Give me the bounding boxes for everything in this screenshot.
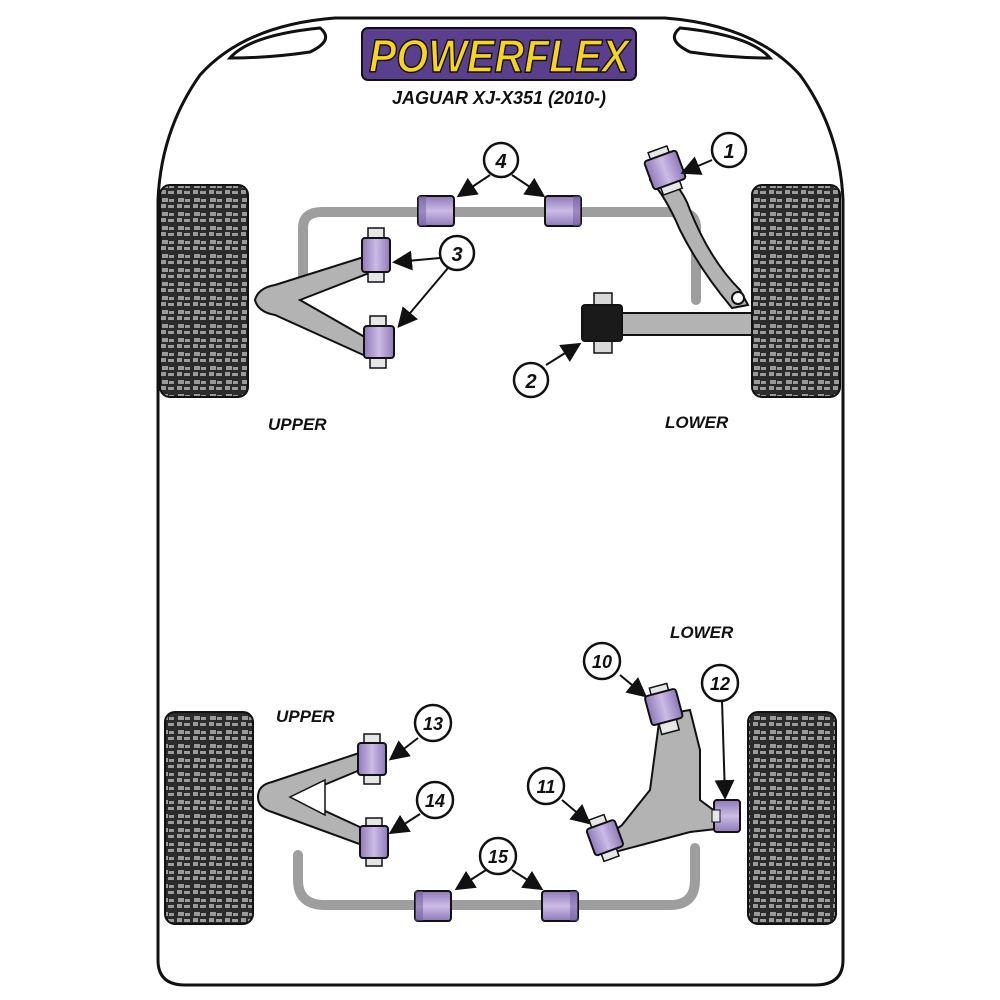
bush-14 (359, 817, 389, 867)
bush-4-left (417, 195, 455, 227)
bush-1 (643, 144, 687, 196)
bush-4-right (544, 195, 582, 227)
rear-lower-arm (603, 708, 727, 854)
bush-10 (644, 682, 684, 736)
callout-14: 14 (415, 780, 455, 820)
front-left-tyre (159, 184, 249, 398)
callout-4-number: 4 (494, 151, 506, 173)
callout-15-number: 15 (488, 847, 509, 867)
rear-upper-wishbone-web (288, 778, 326, 817)
callout-11: 11 (526, 766, 566, 806)
powerflex-logo: POWERFLEX (361, 27, 637, 83)
strut-pivot (731, 291, 745, 305)
right-mirror (672, 26, 774, 60)
callout-13-number: 13 (423, 714, 443, 734)
callout-13: 13 (413, 703, 453, 743)
front-lower-strut (649, 163, 750, 310)
bush-11 (585, 813, 624, 863)
front-lower-arm (614, 312, 753, 336)
rear-right-tyre (747, 711, 837, 925)
bush-2 (581, 292, 623, 354)
callout-10-number: 10 (592, 652, 612, 672)
bush-15-left (414, 890, 452, 922)
callout-12-number: 12 (710, 674, 730, 694)
bush-12 (711, 799, 741, 833)
front-lower-label: LOWER (665, 413, 729, 432)
callout-3-number: 3 (451, 244, 462, 266)
front-upper-label: UPPER (268, 415, 327, 434)
callout-2: 2 (512, 361, 550, 399)
front-upper-wishbone (253, 253, 384, 360)
vehicle-subtitle: JAGUAR XJ-X351 (2010-) (392, 88, 606, 108)
rear-left-tyre (164, 711, 254, 925)
callout-1-number: 1 (723, 141, 734, 163)
rear-upper-wishbone (256, 750, 374, 847)
bush-15-right (541, 890, 579, 922)
logo-text: POWERFLEX (369, 30, 631, 82)
bush-13 (357, 733, 387, 785)
bush-3-bottom (363, 315, 395, 369)
callout-4: 4 (482, 141, 520, 179)
bush-3-top (361, 227, 391, 283)
callout-10: 10 (582, 641, 622, 681)
callout-1: 1 (710, 131, 748, 169)
callout-3: 3 (438, 234, 476, 272)
left-mirror (226, 26, 328, 60)
callout-arrows (388, 156, 735, 891)
rear-lower-label: LOWER (670, 623, 734, 642)
rear-anti-roll-bar (293, 843, 700, 910)
front-right-tyre (751, 184, 841, 398)
rear-upper-label: UPPER (276, 707, 335, 726)
callout-14-number: 14 (425, 791, 445, 811)
callout-11-number: 11 (537, 777, 556, 797)
callout-12: 12 (700, 663, 740, 703)
callout-15: 15 (478, 836, 518, 876)
callout-2-number: 2 (524, 371, 536, 393)
